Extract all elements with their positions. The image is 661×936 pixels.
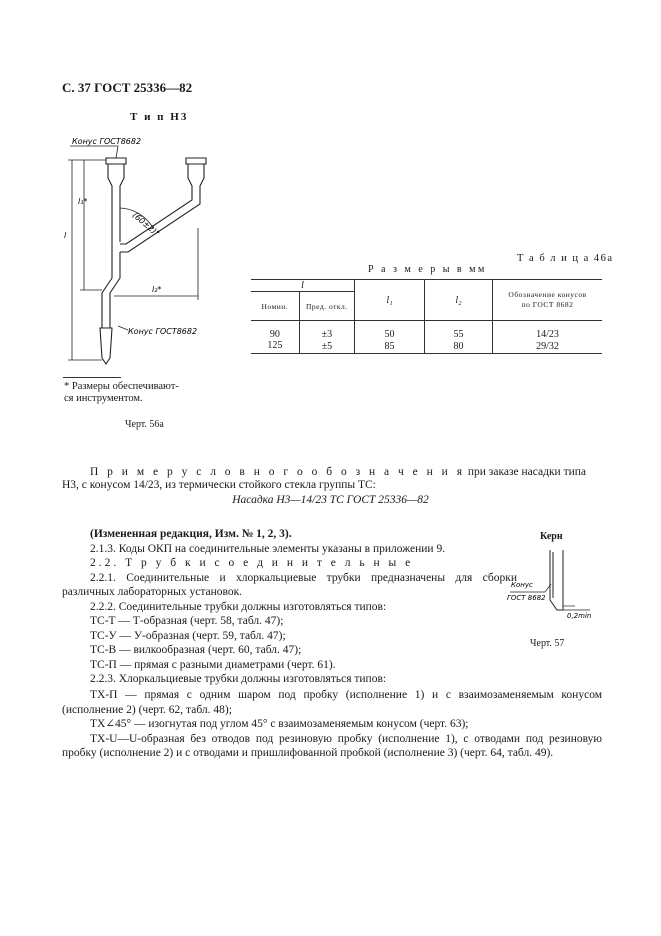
adapter-drawing-svg: Конус ГОСТ8682 Конус ГОСТ8682 (60±2)° l …	[64, 137, 207, 365]
paragraph: 2.2.2. Соединительные трубки должны изго…	[90, 600, 387, 613]
drawing-label-angle: (60±2)°	[131, 211, 161, 239]
example-paragraph: П р и м е р у с л о в н о г о о б о з н …	[62, 466, 602, 492]
table-cell: 29/32	[492, 340, 602, 354]
page-header: С. 37 ГОСТ 25336—82	[62, 80, 193, 95]
table-cell: 55	[424, 320, 493, 340]
list-item: ТС-У — У-образная (черт. 59, табл. 47);	[90, 629, 286, 642]
table-header-l: l	[251, 279, 355, 292]
dimensions-table: l l₁ l₂ Обозначение конусов по ГОСТ 8682…	[251, 279, 602, 354]
table-cell: 85	[354, 340, 425, 354]
table-number: Т а б л и ц а 46а	[517, 253, 614, 264]
table-row: 125 ±5 85 80 29/32	[251, 340, 602, 354]
footnote-rule	[63, 377, 121, 378]
paragraph: 2.1.3. Коды ОКП на соединительные элемен…	[90, 542, 446, 555]
drawing-label-cone-top: Конус ГОСТ8682	[72, 137, 141, 146]
example-heading: П р и м е р у с л о в н о г о о б о з н …	[90, 466, 465, 478]
table-cell: ±5	[298, 340, 355, 354]
footnote-line-2: ся инструментом.	[64, 393, 143, 404]
paragraph: 2.2.1. Соединительные и хлоркальциевые т…	[62, 571, 517, 599]
list-item: ТХ-П — прямая с одним шаром под пробку (…	[62, 689, 602, 716]
table-header-l2: l₂	[424, 279, 493, 321]
type-title: Т и п Н3	[130, 111, 189, 123]
drawing-label-cone-bottom: Конус ГОСТ8682	[128, 327, 197, 336]
kern-cone-label-1: Конус	[511, 581, 533, 589]
figure-56a-drawing: Конус ГОСТ8682 Конус ГОСТ8682 (60±2)° l …	[58, 128, 248, 378]
figure-57-drawing: Конус ГОСТ 8682 0,2min	[505, 540, 600, 635]
table-cell: 50	[354, 320, 425, 340]
table-header-deviation: Пред. откл.	[298, 291, 355, 321]
table-row: 90 ±3 50 55 14/23	[251, 320, 602, 340]
table-header-nominal: Номин.	[251, 291, 300, 321]
list-item: ТХ-U—U-образная без отводов под резинову…	[62, 732, 602, 760]
drawing-label-l: l	[64, 231, 67, 240]
list-item: ТС-Т — Т-образная (черт. 58, табл. 47);	[90, 615, 284, 627]
drawing-label-l2: l₂*	[152, 285, 161, 294]
example-text: при заказе насадки типа Н3, с конусом 14…	[62, 466, 587, 491]
table-header-cone: Обозначение конусов по ГОСТ 8682	[492, 279, 602, 321]
kern-title: Керн	[540, 531, 563, 542]
table-header-cone-line-2: по ГОСТ 8682	[521, 300, 574, 309]
kern-size-label: 0,2min	[567, 612, 591, 620]
table-cell: ±3	[298, 320, 355, 340]
section-heading: 2.2. Т р у б к и с о е д и н и т е л ь н…	[90, 557, 414, 569]
table-cell: 14/23	[492, 320, 602, 340]
footnote-line-1: * Размеры обеспечивают-	[64, 381, 179, 392]
section-text-2: ТХ-П — прямая с одним шаром под пробку (…	[62, 688, 602, 761]
list-item: ТС-П — прямая с разными диаметрами (черт…	[90, 658, 336, 671]
figure-caption-57: Черт. 57	[530, 638, 565, 649]
designation-example: Насадка Н3—14/23 ТС ГОСТ 25336—82	[232, 494, 429, 506]
table-cell: 125	[251, 340, 300, 354]
table-header-cone-line-1: Обозначение конусов	[508, 290, 587, 299]
paragraph: 2.2.3. Хлоркальциевые трубки должны изго…	[90, 673, 387, 685]
table-cell: 80	[424, 340, 493, 354]
amendment-note: (Измененная редакция, Изм. № 1, 2, 3).	[90, 528, 292, 540]
figure-caption-56a: Черт. 56а	[125, 419, 164, 430]
kern-cone-label-2: ГОСТ 8682	[507, 594, 546, 602]
table-cell: 90	[269, 329, 280, 340]
list-item: ТХ∠45° — изогнутая под углом 45° с взаим…	[90, 718, 469, 730]
drawing-label-l1: l₁*	[78, 197, 87, 206]
table-header-l1: l₁	[354, 279, 425, 321]
list-item: ТС-В — вилкообразная (черт. 60, табл. 47…	[90, 644, 302, 656]
kern-drawing-svg: Конус ГОСТ 8682 0,2min	[507, 550, 591, 620]
table-units: Р а з м е р ы в мм	[368, 264, 487, 275]
section-text-1: (Измененная редакция, Изм. № 1, 2, 3). 2…	[62, 527, 517, 687]
